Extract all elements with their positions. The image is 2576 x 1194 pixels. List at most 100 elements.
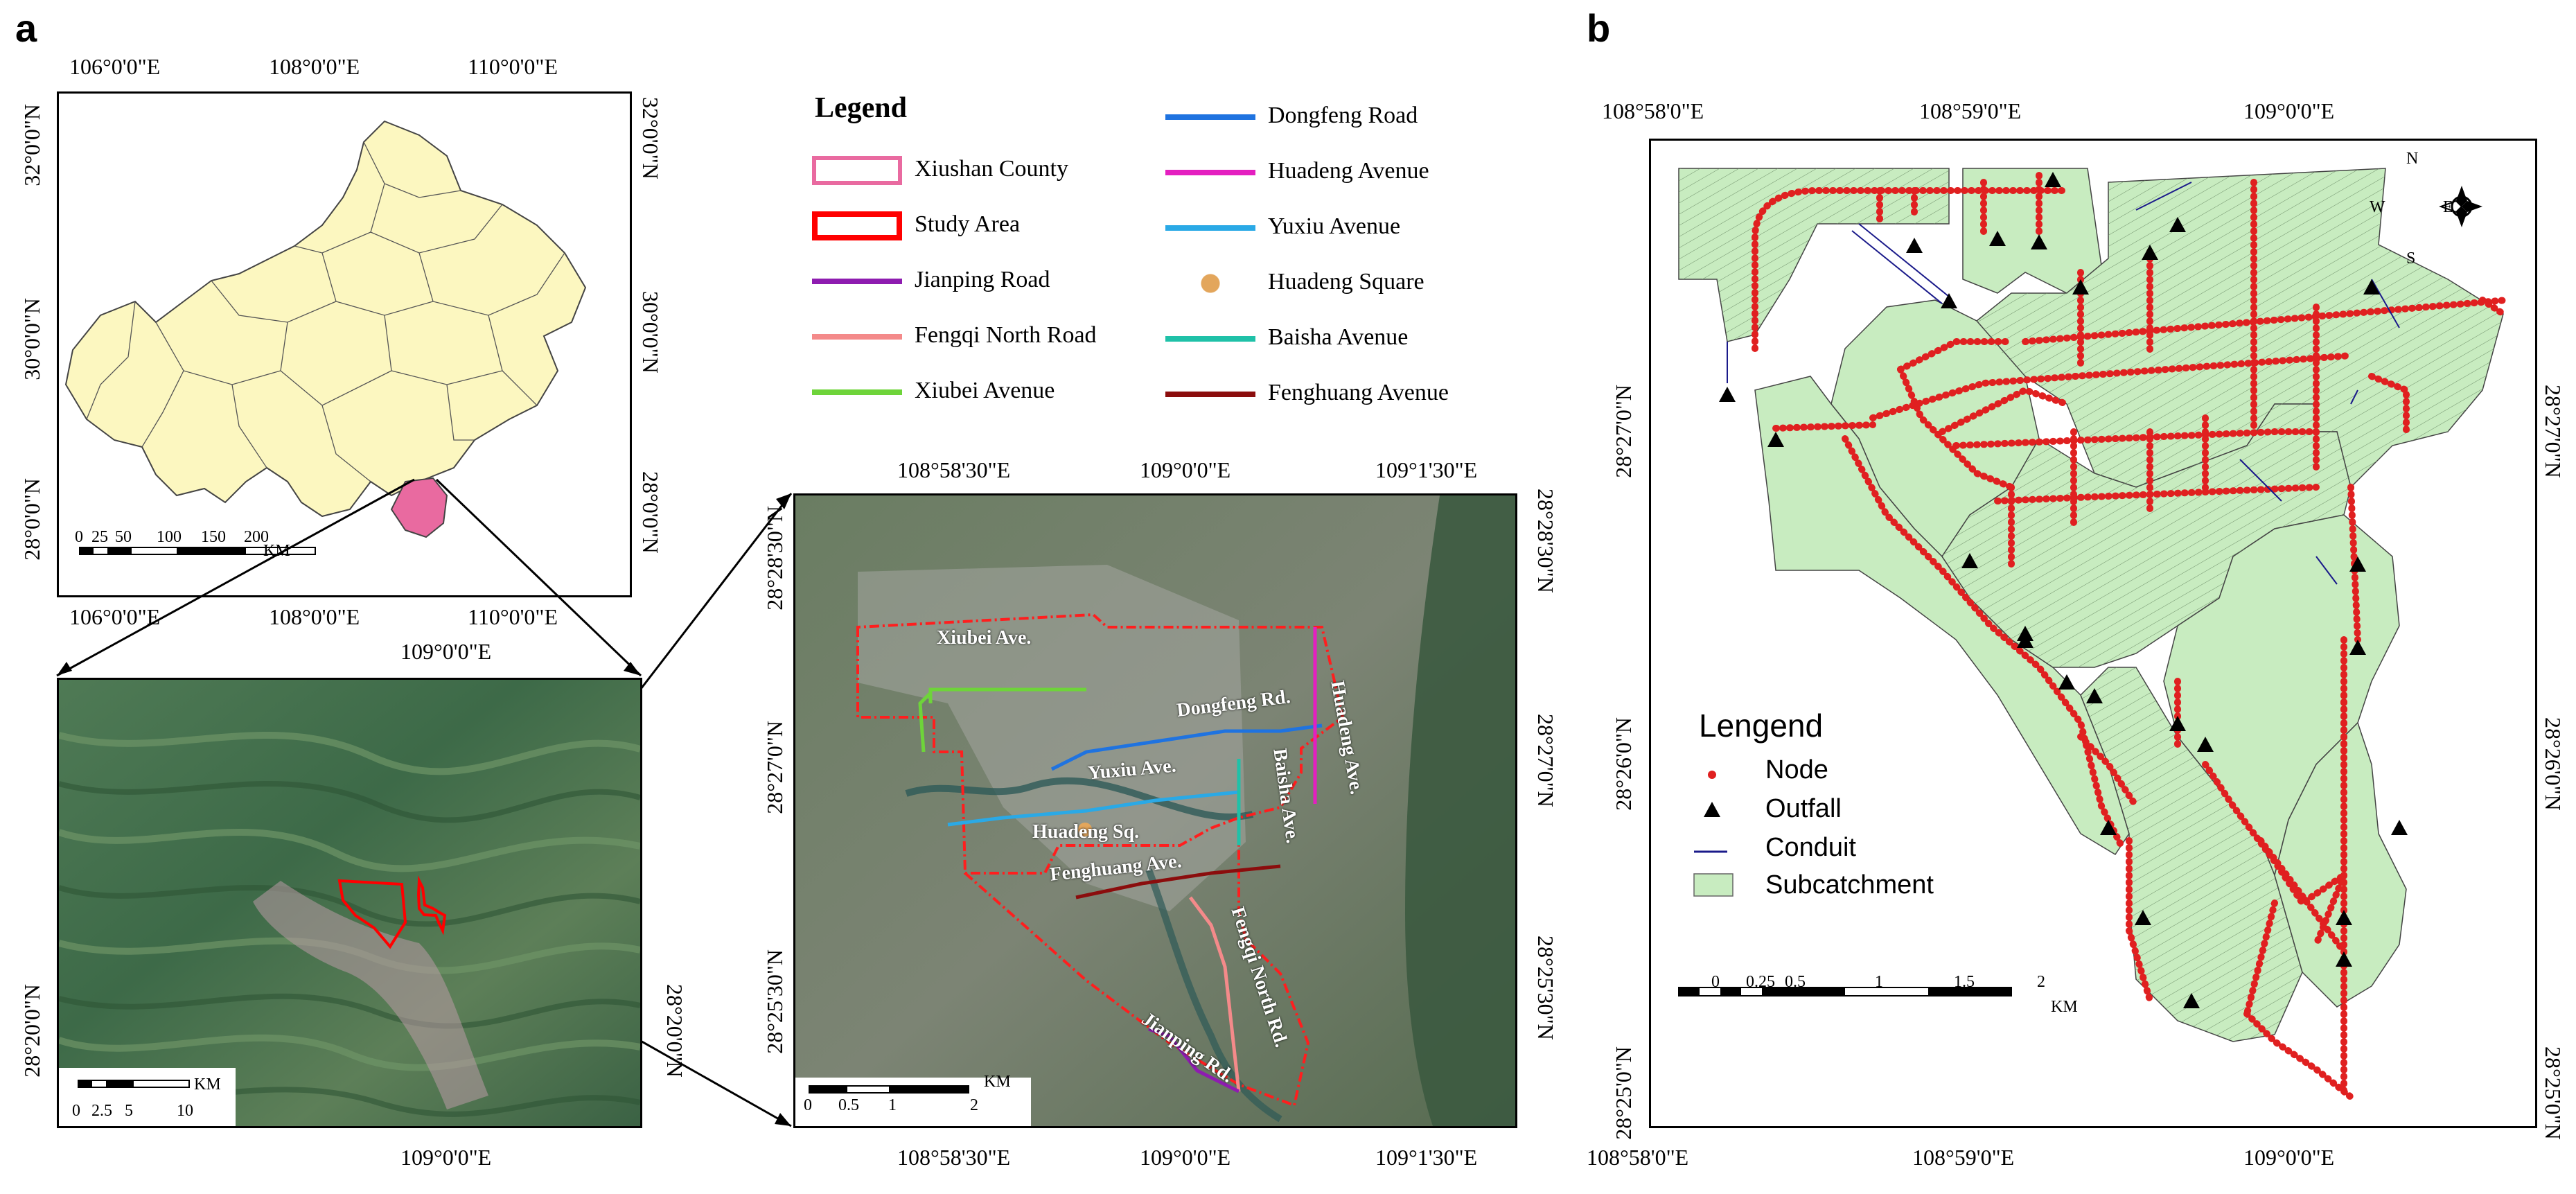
compass-w: W [2370, 198, 2385, 216]
tl-x-tick-top-1: 106°0'0"E [69, 54, 161, 79]
county-map-frame [57, 678, 642, 1128]
study-scale-tick-0: 0 [804, 1096, 812, 1114]
subcatchment-areas [1678, 168, 2504, 1042]
network-legend-node: Node [1765, 755, 1828, 784]
sa-y-tick-right-1: 28°28'30"N [1533, 489, 1558, 593]
legend-label: Jianping Road [915, 267, 1050, 292]
network-legend-symbols [1693, 771, 1733, 897]
district-boundaries [86, 141, 565, 482]
legend-swatch [812, 211, 902, 241]
yuxiu-avenue-line [947, 790, 1240, 827]
network-scale-tick-0-5: 0.5 [1785, 973, 1806, 991]
study-area-satellite-map [795, 495, 1515, 1126]
label-xiubei-ave: Xiubei Ave. [937, 627, 1032, 649]
compass-e: E [2443, 198, 2453, 216]
network-scale-tick-1-5: 1.5 [1954, 973, 1975, 991]
xiushan-county [390, 477, 448, 538]
sa-y-tick-left-1: 28°28'30"N [762, 506, 787, 611]
label-huadeng-sq: Huadeng Sq. [1032, 821, 1140, 843]
legend-label: Xiubei Avenue [915, 378, 1055, 403]
legend-item-huadeng-square: Huadeng Square [1165, 269, 1449, 324]
nw-x-tick-top-1: 108°58'0"E [1602, 98, 1704, 123]
sa-x-tick-top-2: 109°0'0"E [1140, 457, 1231, 482]
study-scale-tick-2: 2 [970, 1096, 978, 1114]
compass-rose [2439, 186, 2482, 227]
legend-label: Fenghuang Avenue [1268, 380, 1449, 405]
drainage-network-map [1678, 168, 2510, 1100]
huadeng-square-marker [1078, 823, 1092, 836]
sa-x-tick-bottom-1: 108°58'30"E [897, 1145, 1011, 1170]
network-scale-tick-2: 2 [2037, 973, 2045, 991]
legend-item-baisha-avenue: Baisha Avenue [1165, 324, 1449, 380]
study-area-map-frame [793, 493, 1517, 1128]
province-map [64, 120, 587, 555]
network-legend-title: Lengend [1699, 708, 1824, 744]
network-scale-unit: KM [2051, 998, 2078, 1016]
province-scale-tick-25: 25 [91, 528, 108, 546]
compass-s: S [2406, 249, 2416, 267]
province-map-frame [57, 91, 632, 597]
legend-item-xiushan-county: Xiushan County [812, 156, 1097, 211]
legend-label: Study Area [915, 211, 1021, 237]
legend-item-dongfeng-road: Dongfeng Road [1165, 103, 1449, 158]
legend-label: Yuxiu Avenue [1268, 213, 1401, 239]
tl-x-tick-bottom-2: 108°0'0"E [269, 604, 360, 629]
tl-y-tick-right-1: 32°0'0"N [638, 97, 663, 179]
legend-item-yuxiu-avenue: Yuxiu Avenue [1165, 213, 1449, 269]
study-area-outline-county [337, 879, 407, 949]
nw-y-tick-right-3: 28°25'0"N [2541, 1046, 2566, 1140]
study-scale-unit: KM [984, 1073, 1011, 1091]
nw-y-tick-left-3: 28°25'0"N [1611, 1046, 1636, 1140]
tl-x-tick-bottom-1: 106°0'0"E [69, 604, 161, 629]
legend-label: Fengqi North Road [915, 322, 1097, 348]
fengqi-north-road-line [1189, 896, 1241, 1092]
province-scale-tick-150: 150 [201, 528, 226, 546]
urban-texture [858, 565, 1246, 911]
legend-swatch [812, 279, 902, 285]
bl-x-tick-top: 109°0'0"E [400, 639, 492, 664]
county-satellite-map [59, 680, 640, 1126]
county-scale-tick-2-5: 2.5 [91, 1102, 112, 1120]
legend-swatch [1165, 273, 1255, 295]
outfall-markers [1719, 172, 2408, 1008]
nw-y-tick-left-2: 28°26'0"N [1611, 717, 1636, 811]
network-legend-conduit: Conduit [1765, 833, 1856, 862]
legend-label: Huadeng Avenue [1268, 158, 1429, 184]
province-scale-tick-50: 50 [115, 528, 132, 546]
sa-y-tick-right-2: 28°27'0"N [1533, 714, 1558, 807]
tl-x-tick-bottom-3: 110°0'0"E [468, 604, 558, 629]
nw-x-tick-bottom-3: 109°0'0"E [2243, 1145, 2335, 1170]
network-scale-tick-0-25: 0.25 [1746, 973, 1775, 991]
mountain-ridge [1405, 495, 1515, 1126]
compass-n: N [2406, 150, 2419, 168]
bl-y-tick-right: 28°20'0"N [662, 984, 687, 1078]
province-scale-bar [79, 547, 316, 555]
county-scale-tick-10: 10 [177, 1102, 193, 1120]
urban-valley [253, 881, 488, 1109]
legend-swatch [1165, 336, 1255, 342]
dongfeng-road-line [1050, 723, 1323, 771]
sa-y-tick-left-2: 28°27'0"N [762, 721, 787, 814]
tl-y-tick-right-2: 30°0'0"N [638, 291, 663, 374]
sa-y-tick-right-3: 28°25'30"N [1533, 936, 1558, 1040]
legend-swatch [1165, 114, 1255, 121]
legend-label: Huadeng Square [1268, 269, 1424, 295]
bl-y-tick-left: 28°20'0"N [19, 984, 44, 1078]
legend-swatch [1165, 392, 1255, 398]
county-scale-unit: KM [194, 1076, 221, 1094]
county-scale-box [59, 1068, 236, 1126]
river [905, 777, 1254, 820]
tl-x-tick-top-3: 110°0'0"E [468, 54, 558, 79]
legend-swatch [812, 389, 902, 396]
network-scale-bar [1678, 987, 2012, 997]
nw-y-tick-left-1: 28°27'0"N [1611, 385, 1636, 478]
province-scale-tick-100: 100 [157, 528, 182, 546]
nw-y-tick-right-2: 28°26'0"N [2541, 717, 2566, 811]
legend-item-fengqi-north-road: Fengqi North Road [812, 322, 1097, 378]
network-legend-subcatchment: Subcatchment [1765, 870, 1934, 899]
legend-label: Baisha Avenue [1268, 324, 1409, 350]
network-legend-outfall: Outfall [1765, 794, 1842, 823]
nw-x-tick-top-2: 108°59'0"E [1919, 98, 2022, 123]
